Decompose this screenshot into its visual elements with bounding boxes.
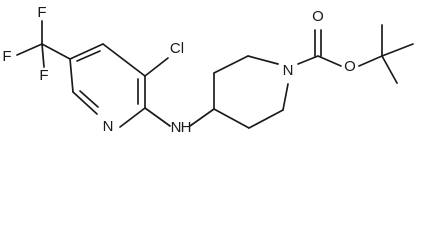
amine-nitrogen-label: N xyxy=(171,119,182,136)
bond-n-carbonyl xyxy=(297,55,319,65)
bond-c3-cl xyxy=(144,57,169,77)
bond-c6-n1-inner xyxy=(79,90,99,108)
bond-c2-nh xyxy=(144,107,171,127)
fluorine-top-label: F xyxy=(37,4,46,21)
bond-c3-c4 xyxy=(102,43,146,77)
fluorine-bottom-label: F xyxy=(39,67,48,84)
bond-pip-c3-c2 xyxy=(213,55,249,74)
bond-c4-c5 xyxy=(69,43,104,60)
ester-oxygen-label: O xyxy=(344,58,356,75)
bond-pip-c5-c4 xyxy=(213,108,250,129)
chemical-structure-diagram: F F F Cl N N H N O O xyxy=(2,4,414,136)
fluorine-left-label: F xyxy=(2,48,11,65)
pyridine-nitrogen-label: N xyxy=(103,118,114,135)
bond-pip-n-c6 xyxy=(282,83,289,111)
piperidine-nitrogen-label: N xyxy=(283,62,294,79)
amine-hydrogen-label: H xyxy=(181,119,192,136)
bond-c-f-bottom xyxy=(41,43,45,68)
bond-nh-piperidine xyxy=(189,108,215,127)
pyridine-ring xyxy=(69,43,146,128)
chlorine-label: Cl xyxy=(170,40,184,57)
piperidine-ring xyxy=(213,55,289,129)
bond-carbonyl-ester-o xyxy=(317,55,342,67)
trifluoromethyl-group xyxy=(16,20,71,68)
structure-svg: F F F Cl N N H N O O xyxy=(2,4,414,136)
bond-c6-n1 xyxy=(72,91,98,115)
boc-group xyxy=(297,24,414,84)
bond-pip-c2-n xyxy=(247,55,279,65)
bond-n1-c2 xyxy=(119,107,146,128)
carbonyl-oxygen-label: O xyxy=(312,8,324,25)
bond-pip-c6-c5 xyxy=(248,109,284,129)
bond-tert-c-methyl-right xyxy=(381,43,414,57)
bond-c-f-left xyxy=(16,43,43,56)
bond-tert-c-methyl-bottom xyxy=(381,55,398,84)
bond-c4-c5-inner xyxy=(76,50,101,62)
bond-ester-o-tert-c xyxy=(358,55,383,67)
bond-c5-c6 xyxy=(69,58,74,93)
bond-cf3-ring xyxy=(41,43,71,60)
